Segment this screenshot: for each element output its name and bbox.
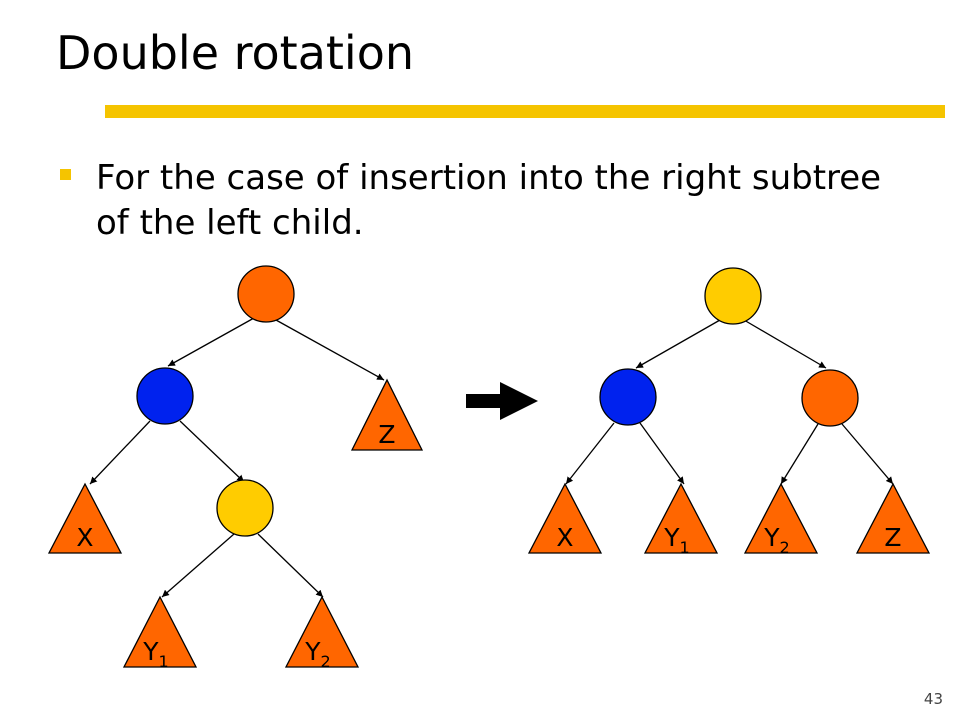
edge bbox=[167, 317, 255, 367]
subtree-x-label: X bbox=[556, 523, 573, 552]
subtree-y2 bbox=[284, 595, 360, 668]
new-right-node bbox=[801, 369, 859, 427]
edge bbox=[161, 533, 235, 598]
new-left-node bbox=[599, 368, 657, 426]
edge bbox=[257, 533, 324, 598]
subtree-z-label: Z bbox=[884, 523, 901, 552]
subtree-x bbox=[527, 482, 603, 554]
subtree-y2 bbox=[743, 482, 819, 554]
edge bbox=[89, 420, 151, 485]
subtree-y1 bbox=[643, 482, 719, 554]
edge bbox=[841, 423, 894, 485]
subtree-y1-label: Y1 bbox=[142, 637, 168, 671]
title-underline bbox=[105, 105, 945, 118]
subtree-y2-label: Y2 bbox=[763, 523, 789, 557]
subtree-z-label: Z bbox=[378, 420, 395, 449]
subtree-y2-label: Y2 bbox=[304, 637, 330, 671]
bullet-text: For the case of insertion into the right… bbox=[96, 158, 882, 243]
root-node bbox=[237, 265, 295, 323]
edge bbox=[635, 319, 721, 369]
subtree-y1-label: Y1 bbox=[663, 523, 689, 557]
grandchild-node bbox=[216, 479, 274, 537]
bullet-square-icon bbox=[60, 169, 71, 180]
left-child-node bbox=[136, 367, 194, 425]
subtree-z bbox=[350, 378, 424, 451]
edge bbox=[179, 420, 245, 483]
edge bbox=[743, 319, 827, 369]
right-arrow-icon bbox=[466, 382, 538, 420]
tree-after: X Y1 Y2 Z bbox=[527, 267, 931, 557]
edge bbox=[275, 319, 385, 381]
edge bbox=[565, 422, 615, 485]
slide-number: 43 bbox=[923, 690, 943, 708]
new-root-node bbox=[704, 267, 762, 325]
subtree-x bbox=[47, 482, 123, 554]
tree-before: Z X Y1 Y2 bbox=[47, 265, 424, 671]
slide-title: Double rotation bbox=[56, 26, 415, 80]
subtree-x-label: X bbox=[76, 523, 93, 552]
edge bbox=[639, 422, 685, 485]
subtree-z bbox=[855, 482, 931, 554]
subtree-y1 bbox=[122, 595, 198, 668]
edge bbox=[780, 423, 819, 485]
